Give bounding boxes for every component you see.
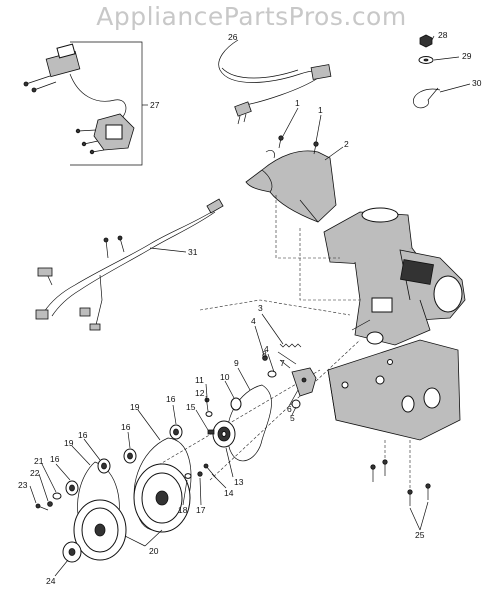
- part-5-idler[interactable]: [291, 399, 301, 409]
- callout-4a: 4: [251, 316, 256, 326]
- callout-17: 17: [196, 505, 206, 515]
- part-21-washer[interactable]: [52, 492, 62, 500]
- callout-23: 23: [18, 480, 28, 490]
- callout-22: 22: [30, 468, 40, 478]
- part-24-pulley-hub[interactable]: [62, 541, 82, 563]
- part-9-belt[interactable]: [227, 384, 272, 462]
- callout-21: 21: [34, 456, 44, 466]
- callout-2: 2: [344, 139, 349, 149]
- part-2-belt-cover[interactable]: [245, 150, 337, 223]
- part-16-bearing-b[interactable]: [123, 448, 137, 464]
- callout-6: 6: [287, 404, 292, 414]
- callout-7: 7: [280, 358, 285, 368]
- part-16-bearing-c[interactable]: [97, 458, 111, 474]
- callout-29: 29: [462, 51, 472, 61]
- part-23-bolt[interactable]: [35, 503, 49, 511]
- callout-16a: 16: [166, 394, 176, 404]
- part-27-switch-assembly[interactable]: [23, 41, 143, 166]
- part-17-nut[interactable]: [197, 471, 203, 477]
- part-20-pulley-small[interactable]: [73, 499, 127, 561]
- part-10-washer[interactable]: [230, 397, 242, 411]
- callout-14: 14: [224, 488, 234, 498]
- callout-12: 12: [195, 388, 205, 398]
- part-12-washer[interactable]: [205, 411, 213, 417]
- callout-19b: 19: [64, 438, 74, 448]
- part-1-screw-a[interactable]: [278, 135, 284, 149]
- callout-leaders: [29, 35, 471, 577]
- part-3-spring[interactable]: [279, 343, 302, 348]
- part-1-screw-b[interactable]: [313, 141, 319, 155]
- callout-18: 18: [178, 505, 188, 515]
- part-7-bolt[interactable]: [277, 351, 297, 365]
- callout-28: 28: [438, 30, 448, 40]
- callout-27: 27: [150, 100, 160, 110]
- callout-3: 3: [258, 303, 263, 313]
- part-29-washer[interactable]: [418, 56, 434, 64]
- frame-plate: [327, 339, 461, 441]
- callout-1a: 1: [295, 98, 300, 108]
- part-15-key[interactable]: [207, 429, 215, 435]
- callout-26: 26: [228, 32, 238, 42]
- part-31-wiring-harness[interactable]: [35, 198, 224, 331]
- callout-30: 30: [472, 78, 482, 88]
- callout-16c: 16: [78, 430, 88, 440]
- callout-31: 31: [188, 247, 198, 257]
- callout-19a: 19: [130, 402, 140, 412]
- callout-20: 20: [149, 546, 159, 556]
- part-26-power-cord[interactable]: [218, 39, 332, 125]
- callout-10: 10: [220, 372, 230, 382]
- callout-8: 8: [262, 349, 267, 359]
- part-4-nut[interactable]: [262, 355, 268, 361]
- callout-4b: 4: [264, 344, 269, 354]
- part-13-pulley[interactable]: [212, 420, 236, 448]
- engine: [323, 207, 466, 346]
- watermark: AppliancePartsPros.com: [96, 2, 407, 31]
- callout-5: 5: [290, 413, 295, 423]
- callout-9: 9: [234, 358, 239, 368]
- callout-15: 15: [186, 402, 196, 412]
- callout-16d: 16: [50, 454, 60, 464]
- part-18-spacer[interactable]: [184, 473, 192, 479]
- part-20-pulley-large[interactable]: [133, 463, 191, 533]
- callout-1b: 1: [318, 105, 323, 115]
- callout-labels: 1 1 2 3 4 4 5 6 7 8 9 10 11 12 13 14 15 …: [18, 30, 482, 586]
- part-25-bolts[interactable]: [370, 459, 431, 506]
- callout-25: 25: [415, 530, 425, 540]
- part-16-bearing-a[interactable]: [169, 424, 183, 440]
- part-22-nut[interactable]: [47, 501, 53, 507]
- part-30-hook[interactable]: [413, 87, 441, 109]
- part-16-bearing-d[interactable]: [65, 480, 79, 496]
- part-6-bracket[interactable]: [291, 367, 317, 397]
- callout-11: 11: [195, 375, 204, 385]
- callout-13: 13: [234, 477, 244, 487]
- callout-16b: 16: [121, 422, 131, 432]
- part-28-nut[interactable]: [419, 34, 433, 48]
- callout-24: 24: [46, 576, 56, 586]
- part-8-washer[interactable]: [267, 370, 277, 378]
